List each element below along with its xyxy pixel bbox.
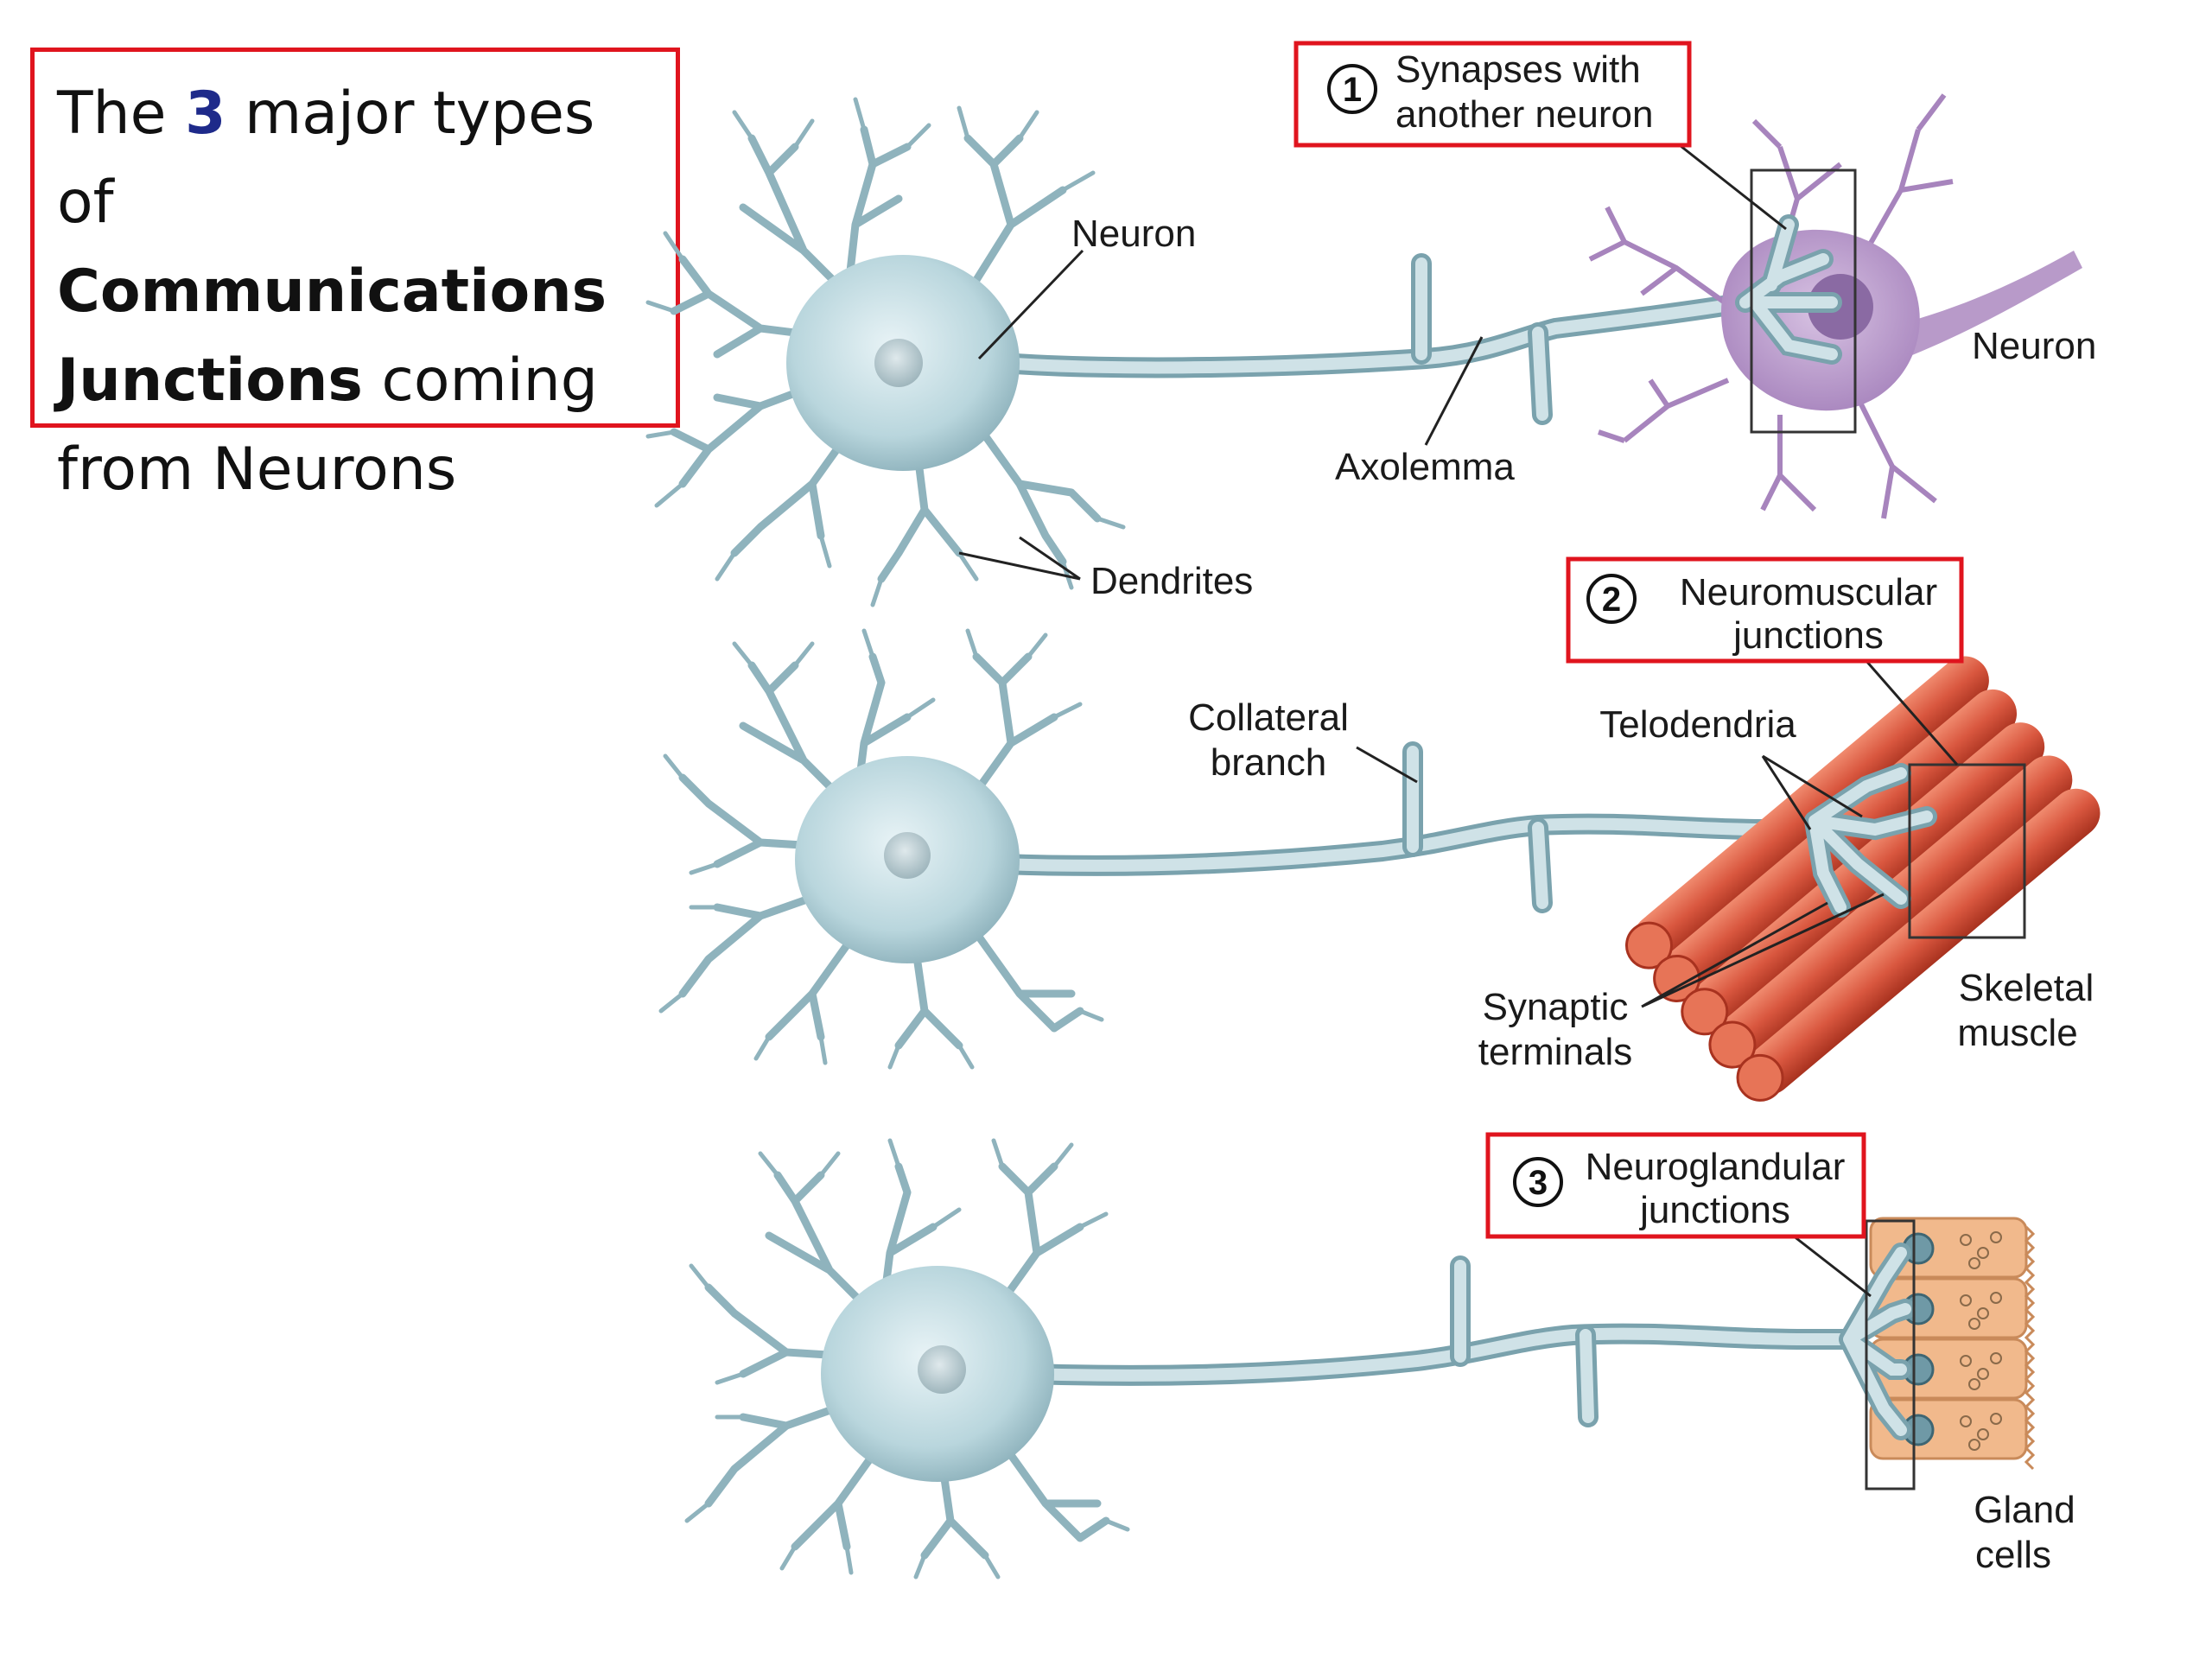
title-text: The [57, 79, 186, 148]
label-neuron: Neuron [1071, 213, 1196, 255]
label-synaptic-line2: terminals [1478, 1031, 1633, 1073]
label-collateral-line1: Collateral [1188, 696, 1349, 739]
label-gland-line1: Gland [1974, 1489, 2075, 1531]
label-skeletal-line2: muscle [1957, 1012, 2077, 1054]
callout-1: 1 Synapses with another neuron [1294, 41, 1692, 148]
label-skeletal-line1: Skeletal [1959, 967, 2094, 1009]
label-neuron-right: Neuron [1972, 325, 2096, 367]
label-axolemma: Axolemma [1335, 446, 1515, 488]
callout-3: 3 Neuroglandular junctions [1485, 1132, 1866, 1239]
number-badge-icon [1586, 574, 1637, 624]
callout-line2: junctions [1732, 614, 1884, 657]
label-dendrites: Dendrites [1090, 560, 1253, 602]
nucleus-3 [918, 1345, 966, 1394]
title-box: The 3 major types of Communications Junc… [30, 48, 680, 504]
target-neuron [1588, 93, 2082, 519]
callout-line1: Neuroglandular [1586, 1146, 1846, 1188]
label-telodendria: Telodendria [1599, 703, 1796, 746]
callout-line2: another neuron [1395, 93, 1653, 136]
neuron-2 [658, 628, 1825, 1070]
number-badge-icon [1327, 64, 1377, 114]
title-text: coming [362, 346, 598, 415]
leader-lines [958, 141, 1959, 1298]
neuroglandular-frame [1865, 1219, 1916, 1491]
label-collateral-line2: branch [1211, 741, 1327, 784]
callout-2: 2 Neuromuscular junctions [1566, 556, 1964, 664]
number-badge-icon [1513, 1157, 1563, 1207]
callout-number: 1 [1343, 71, 1362, 109]
callout-line2: junctions [1638, 1189, 1790, 1231]
title-bold: Junctions [57, 346, 363, 415]
label-gland-line2: cells [1975, 1534, 2051, 1576]
nmj-frame [1908, 763, 2026, 939]
callout-line1: Neuromuscular [1680, 571, 1937, 613]
neuron-3 [684, 1138, 1859, 1580]
callout-number: 3 [1529, 1164, 1548, 1202]
nucleus-2 [884, 832, 931, 879]
title-bold: Communications [57, 257, 607, 326]
callout-number: 2 [1602, 581, 1621, 619]
title-number: 3 [185, 79, 226, 148]
label-synaptic-line1: Synaptic [1483, 986, 1629, 1028]
callout-line1: Synapses with [1395, 48, 1641, 91]
dendrites-1 [645, 97, 1126, 607]
title-text: of [57, 168, 114, 237]
gland-cells [1839, 1217, 2036, 1471]
title-text: major types [226, 79, 595, 148]
nucleus-1 [874, 339, 923, 387]
synapse-frame [1750, 168, 1857, 434]
title-text: from Neurons [57, 435, 457, 504]
neuron-1 [645, 97, 1756, 607]
